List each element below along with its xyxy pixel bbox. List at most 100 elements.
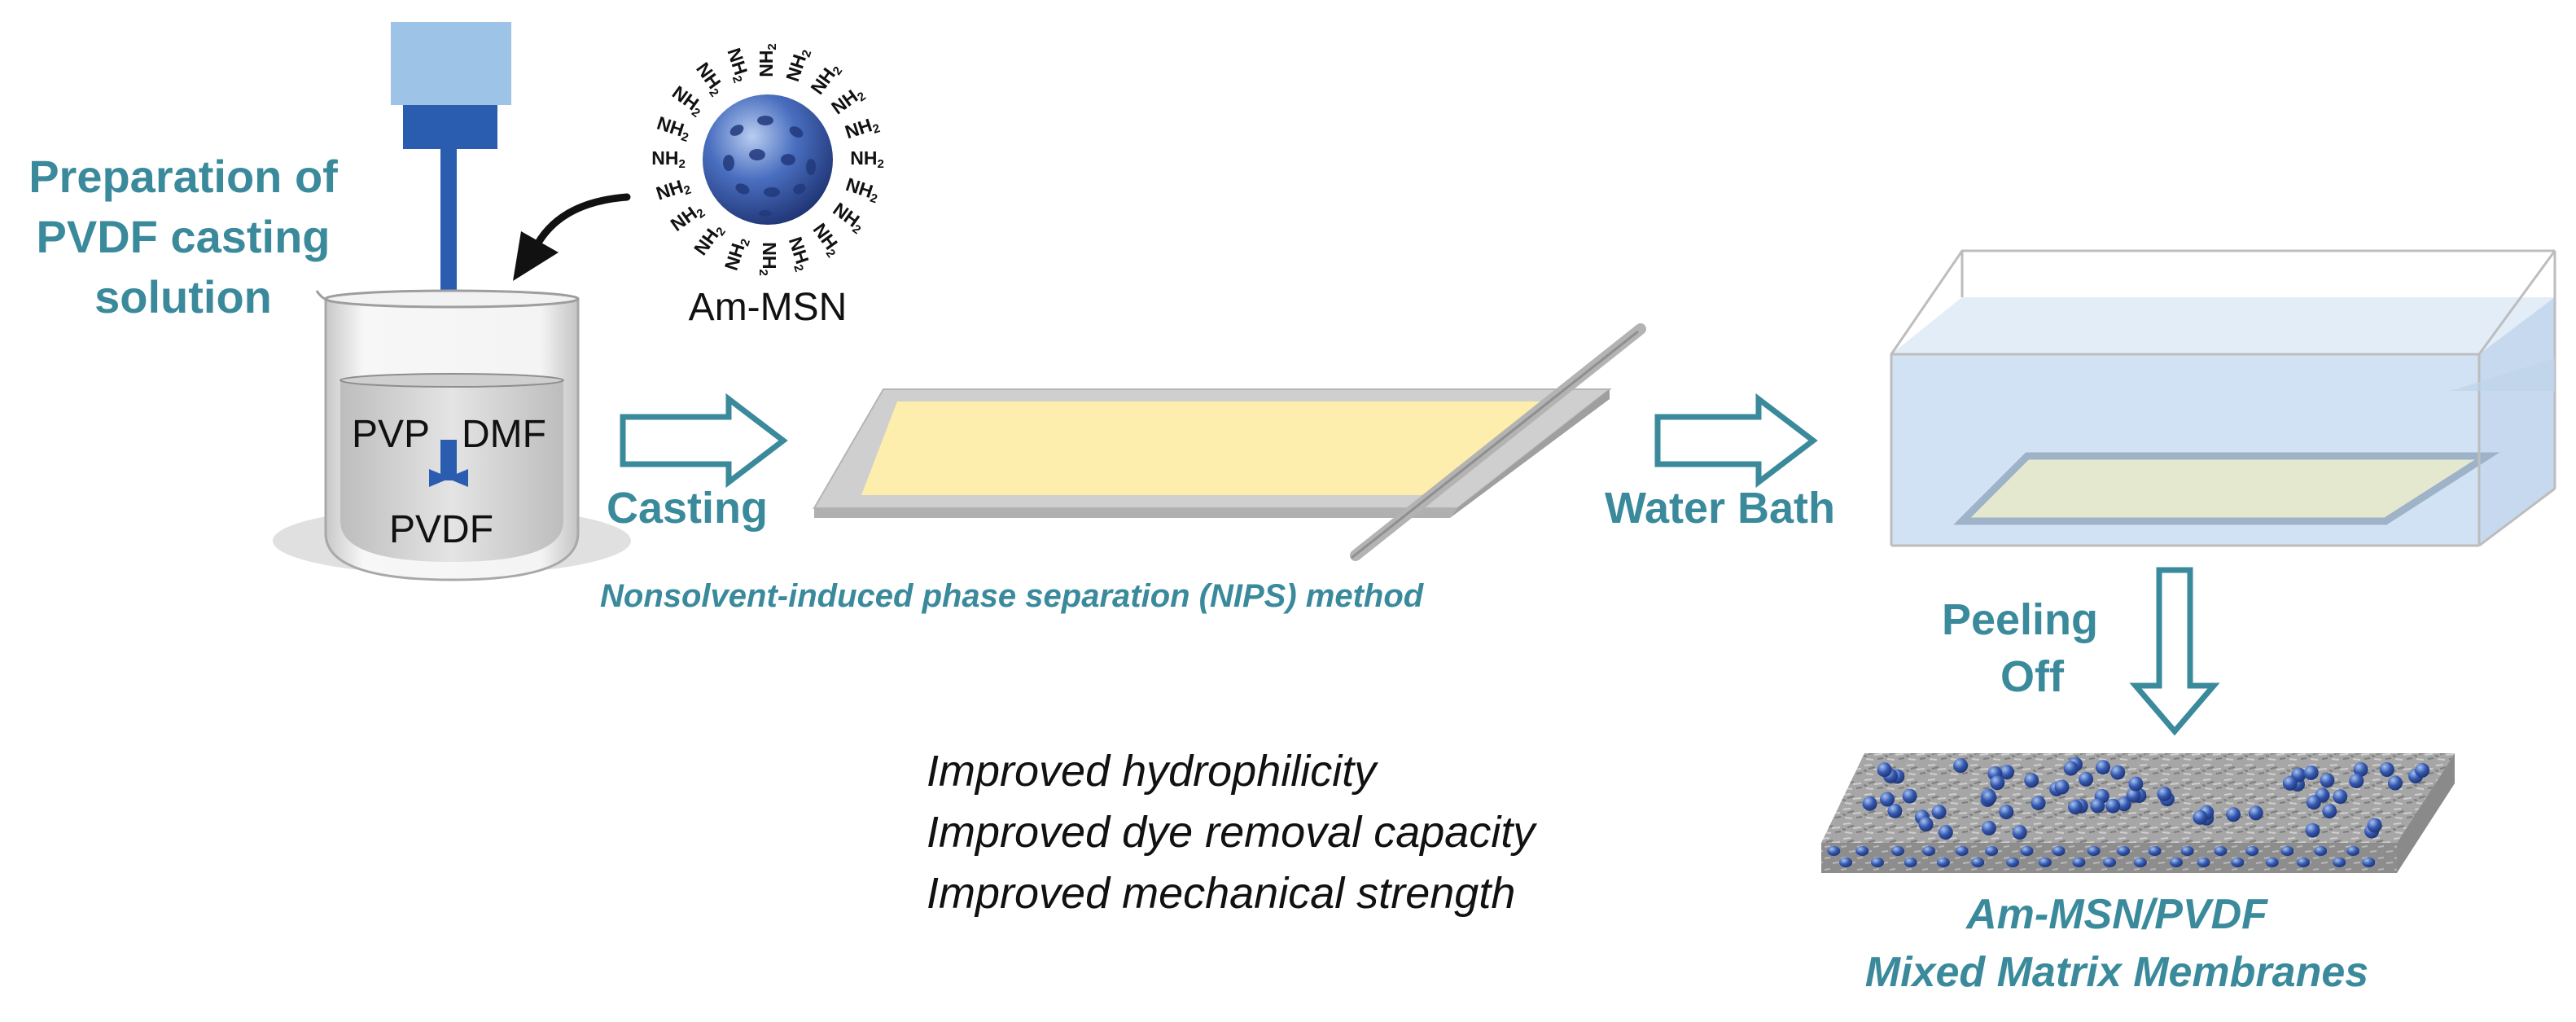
membrane-particle: [2103, 858, 2117, 867]
membrane-particle: [2087, 846, 2101, 856]
membrane-particle: [2320, 773, 2335, 788]
membrane-particle: [2126, 787, 2141, 803]
amine-group-label: NH2: [690, 219, 729, 261]
membrane-particle: [1936, 858, 1950, 867]
membrane-particle: [1855, 846, 1869, 856]
amine-group-label: NH2: [721, 46, 754, 85]
down-outline-arrow-icon: [2129, 567, 2220, 736]
membrane-particle: [2353, 761, 2368, 777]
beaker: [273, 289, 631, 581]
membrane-particle: [2006, 858, 2020, 867]
membrane-particle: [2105, 798, 2121, 814]
membrane-particle: [2333, 789, 2348, 805]
membrane-particle: [2349, 774, 2364, 788]
preparation-title-line-1: Preparation of: [28, 151, 338, 202]
casting-film: [861, 401, 1551, 495]
membrane-particle: [2024, 773, 2039, 788]
membrane-particle: [2031, 796, 2046, 811]
membrane-particle: [1871, 858, 1884, 867]
membrane-particle: [2180, 846, 2194, 856]
product-label-line-1: Am-MSN/PVDF: [1965, 891, 2268, 938]
membrane-particle: [1981, 820, 1996, 836]
membrane-particle: [2068, 800, 2083, 815]
stirrer-motor-base: [403, 105, 497, 149]
membrane-particle: [1982, 790, 1997, 805]
membrane-particle: [2012, 825, 2027, 840]
membrane-particle: [2096, 760, 2110, 775]
benefit-item: Improved hydrophilicity: [927, 747, 1378, 796]
membrane-particle: [2133, 858, 2147, 867]
benefit-item: Improved mechanical strength: [927, 869, 1515, 918]
amine-group-label: NH2: [756, 43, 779, 77]
water-bath-tank: [1890, 249, 2556, 547]
beaker-label-pvp: PVP: [352, 413, 430, 456]
msn-sphere: [703, 94, 833, 225]
amine-group-label: NH2: [827, 81, 869, 121]
amine-group-label: NH2: [782, 235, 815, 274]
membrane-particle: [1922, 846, 1936, 856]
membrane-particle: [2197, 858, 2210, 867]
membrane-particle: [2265, 858, 2279, 867]
amine-group-label: NH2: [667, 81, 708, 121]
membrane-particle: [2231, 858, 2245, 867]
membrane-particle: [2280, 846, 2294, 856]
membrane-particle: [2000, 765, 2014, 780]
membrane-particle: [2090, 798, 2105, 814]
membrane-particle: [1877, 762, 1892, 778]
msn-pores: [723, 116, 816, 217]
membrane-particle: [2052, 846, 2066, 856]
membrane-particle: [2379, 762, 2394, 777]
membrane-particle: [2214, 846, 2228, 856]
membrane-particle: [2110, 765, 2126, 780]
membrane-particle: [2128, 776, 2144, 792]
membrane-particle: [2245, 846, 2259, 856]
membrane-particle: [2170, 858, 2183, 867]
amine-group-label: NH2: [721, 235, 753, 274]
beaker-label-dmf: DMF: [462, 413, 546, 456]
am-msn-label: Am-MSN: [689, 286, 848, 329]
membrane-particle: [2333, 858, 2346, 867]
membrane-particle: [2415, 762, 2430, 778]
membrane-particle: [2387, 775, 2403, 791]
membrane-particle: [1904, 858, 1917, 867]
benefit-item: Improved dye removal capacity: [927, 808, 1537, 857]
membrane-particle: [1953, 758, 1969, 774]
peeling-label-line-2: Off: [2000, 652, 2065, 701]
amine-group-label: NH2: [843, 173, 882, 206]
submerged-film: [1953, 452, 2500, 525]
membrane-particle: [1827, 846, 1841, 856]
membrane-particle: [2303, 765, 2319, 780]
membrane-particle: [2116, 796, 2131, 812]
membrane-particle: [1880, 792, 1895, 807]
membrane-particle: [1955, 846, 1969, 856]
right-outline-arrow-icon: [1654, 393, 1818, 489]
nips-method-label: Nonsolvent-induced phase separation (NIP…: [600, 578, 1425, 614]
membrane-particle: [2063, 761, 2079, 776]
membrane-particle: [2322, 804, 2337, 819]
amine-group-label: NH2: [654, 173, 693, 206]
mixed-matrix-membrane: [1821, 753, 2455, 873]
membrane-particle: [2193, 809, 2208, 825]
membrane-particle: [2346, 846, 2360, 856]
membrane-particle: [1990, 775, 2005, 791]
product-label-line-2: Mixed Matrix Membranes: [1865, 949, 2368, 996]
casting-label: Casting: [607, 484, 768, 533]
membrane-particle: [2314, 846, 2328, 856]
preparation-title: Preparation of PVDF casting solution: [28, 151, 338, 322]
membrane-particle: [1918, 817, 1934, 832]
water-bath-label: Water Bath: [1605, 484, 1835, 533]
membrane-particle: [2020, 846, 2034, 856]
amine-group-label: NH2: [782, 46, 814, 85]
membrane-particle: [2367, 818, 2382, 833]
embedded-particles: [1827, 757, 2430, 867]
membrane-particle: [1938, 825, 1953, 840]
membrane-particle: [2226, 807, 2241, 822]
membrane-particle: [1902, 788, 1917, 804]
peeling-label-line-1: Peeling: [1942, 595, 2098, 644]
membrane-particle: [2248, 805, 2263, 821]
casting-plate: [813, 323, 1646, 561]
membrane-particle: [2305, 822, 2320, 838]
membrane-particle: [1999, 805, 2014, 820]
amine-group-label: NH2: [807, 219, 846, 261]
